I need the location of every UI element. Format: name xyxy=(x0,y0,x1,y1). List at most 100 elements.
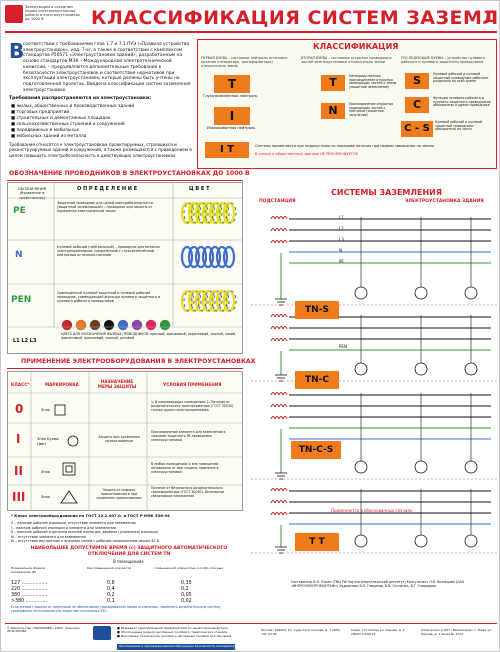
tripping-title: НАИБОЛЬШЕЕ ДОПУСТИМОЕ ВРЕМЯ (с) ЗАЩИТНОГ… xyxy=(30,546,228,557)
protection-col-conditions: УСЛОВИЯ ПРИМЕНЕНИЯ xyxy=(163,382,222,387)
n-wire-swatch xyxy=(187,245,201,269)
wire-label: L3 xyxy=(339,237,344,242)
protection-cond: 1. В непроводящих помещениях 2. Питание … xyxy=(151,400,234,412)
intro-paragraph-1: соответствии с требованиями глав 1.7 и 7… xyxy=(23,42,191,93)
protection-mark: Знак xyxy=(41,495,51,499)
conductor-pe-label: PE xyxy=(13,206,26,216)
phase-color-note: ЦВЕТА ДЛЯ ОБОЗНАЧЕНИЯ ФАЗНЫХ ПРОВОДНИКОВ… xyxy=(61,332,236,340)
transformer-coil-icon xyxy=(270,512,276,516)
transformer-coil-icon xyxy=(282,500,288,504)
class-caption: Нулевой рабочий и нулевой защитный прово… xyxy=(435,120,483,132)
transformer-coil-icon xyxy=(282,404,288,408)
protection-mark: Знак xyxy=(41,470,51,474)
motor-load-icon xyxy=(464,362,478,376)
transformer-coil-icon xyxy=(282,314,288,318)
phase-color-dot xyxy=(89,319,101,331)
transformer-coil-icon xyxy=(270,228,276,232)
transformer-coil-icon xyxy=(270,338,276,342)
n-wire-swatch xyxy=(194,245,208,269)
pe-wire-swatch xyxy=(187,201,201,225)
conductor-n-label: N xyxy=(15,250,23,260)
transformer-coil-icon xyxy=(278,216,284,220)
footer-bullet: ■ Оболочневые модели наглядных пособий и… xyxy=(117,629,228,634)
protection-note: III – отсутствие элемента для заземления xyxy=(11,534,86,539)
phase-color-dot xyxy=(117,319,129,331)
motor-load-icon xyxy=(414,534,428,548)
class-caption: Присоединение открытых проводящих частей… xyxy=(349,102,394,118)
protection-note: 0 – наличие рабочей изоляции, отсутствие… xyxy=(11,521,136,525)
system-tn-c-badge: TN-C xyxy=(295,371,339,389)
system-tt-badge: T T xyxy=(295,533,339,551)
class-caption: Глухозаземленная нейтраль xyxy=(203,94,258,98)
phase-color-dot xyxy=(75,319,87,331)
intro-bullet: ■ сельскохозяйственных строений и сооруж… xyxy=(11,122,125,128)
pen-wire-swatch xyxy=(204,290,216,312)
footer-office: Тверь: Гостиница ул. Кирова, д. 1 (4822)… xyxy=(351,628,405,636)
class-letter-i: I xyxy=(214,107,250,125)
logo xyxy=(5,5,23,23)
transformer-coil-icon xyxy=(278,416,284,420)
footer-office: Москва: 109004, Ул. Судостроительная, д.… xyxy=(261,628,341,636)
system-tn-c-s-badge: TN-C-S xyxy=(291,441,341,459)
motor-load-icon xyxy=(354,534,368,548)
class-it-note: Система применяется при недопустимости п… xyxy=(255,144,434,148)
conductors-rule xyxy=(7,180,243,181)
protection-mark: Знак Буквы Цвет xyxy=(37,437,59,447)
motor-load-icon xyxy=(414,286,428,300)
transformer-coil-icon xyxy=(282,216,288,220)
transformer-coil-icon xyxy=(270,392,276,396)
transformer-coil-icon xyxy=(282,228,288,232)
system-tn-s-badge: TN-S xyxy=(295,301,339,319)
transformer-coil-icon xyxy=(282,240,288,244)
publisher-logo xyxy=(93,626,111,640)
pe-wire-swatch xyxy=(183,202,195,224)
class-it-note: В жилых и общественных зданиях НЕ РЕКОМЕ… xyxy=(255,152,358,156)
pen-wire-swatch xyxy=(215,289,229,313)
protection-class: III xyxy=(12,490,26,504)
footer-bullet: ■ Развивает однопроводной предприятиям п… xyxy=(117,626,228,630)
transformer-coil-icon xyxy=(274,392,280,396)
pe-wire-swatch xyxy=(204,202,216,224)
conductors-title: ОБОЗНАЧЕНИЕ ПРОВОДНИКОВ В ЭЛЕКТРОУСТАНОВ… xyxy=(9,170,250,177)
protection-cond: В любых помещениях и вне помещений незав… xyxy=(151,462,219,474)
protection-mark: Знак xyxy=(41,408,51,412)
n-wire-swatch xyxy=(208,245,222,269)
header-rule xyxy=(5,31,497,33)
motor-load-icon xyxy=(464,534,478,548)
tripping-col-danger: с повышенной опасностью и особо опасные xyxy=(153,566,223,570)
class-col2-header: ВТОРАЯ БУКВА – состояние открытых провод… xyxy=(301,56,392,65)
intro-paragraph-3: Требования относятся к электроустановкам… xyxy=(9,142,192,158)
footer-bullets: ■ Развивает однопроводной предприятиям п… xyxy=(117,626,235,639)
transformer-coil-icon xyxy=(274,216,280,220)
transformer-coil-icon xyxy=(270,326,276,330)
pen-wire-swatch xyxy=(190,290,202,312)
n-wire-swatch xyxy=(201,245,215,269)
systems-substation-label: ПОДСТАНЦИЯ xyxy=(259,199,296,204)
motor-load-icon xyxy=(354,460,368,474)
systems-special-note: Применяется в обоснованных случаях xyxy=(331,508,413,513)
transformer-coil-icon xyxy=(270,488,276,492)
protection-col-class: КЛАСС* xyxy=(11,382,30,387)
transformer-coil-icon xyxy=(282,512,288,516)
transformer-coil-icon xyxy=(278,404,284,408)
transformer-coil-icon xyxy=(278,228,284,232)
pen-wire-swatch xyxy=(222,289,236,313)
phase-color-dot xyxy=(61,319,73,331)
transformer-coil-icon xyxy=(274,314,280,318)
intro-bullet: ■ мобильных зданий из металла xyxy=(11,134,87,140)
transformer-coil-icon xyxy=(278,240,284,244)
phase-color-dot xyxy=(145,319,157,331)
pe-wire-swatch xyxy=(194,201,208,225)
class-caption: Непосредственное присоединение открытых … xyxy=(349,74,397,90)
pe-wire-swatch xyxy=(225,202,237,224)
protection-note: II – наличие рабочей и дополнительной из… xyxy=(11,530,158,535)
phase-color-dot xyxy=(131,319,143,331)
protection-footnote: * Класс электрооборудования по ГОСТ 12.2… xyxy=(11,513,170,518)
conductors-col-symbol: ОБОЗНАЧЕНИЯ (буквенное и графическое) xyxy=(17,187,47,200)
class-col1-header: ПЕРВАЯ БУКВА – состояние нейтрали источн… xyxy=(201,56,288,69)
protection-measure: Защита при косвенном прикосновении xyxy=(98,435,140,444)
